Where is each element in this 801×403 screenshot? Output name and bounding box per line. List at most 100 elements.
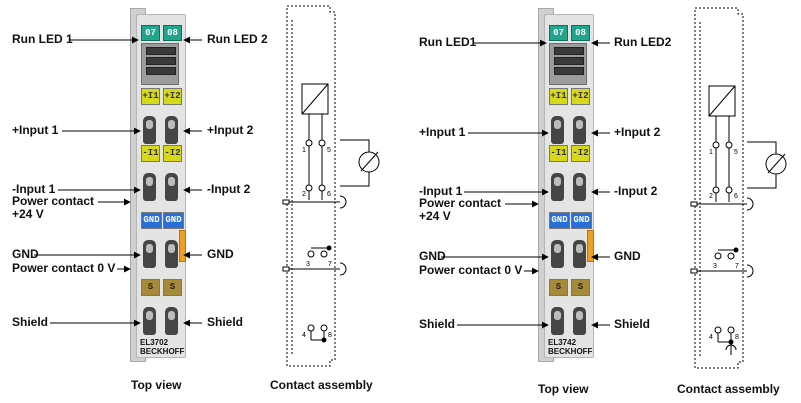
label-minus-input-1: -Input 1 xyxy=(12,182,56,196)
label-power-contact-0v: Power contact 0 V xyxy=(12,261,116,275)
tag-shield-1: S xyxy=(549,279,568,296)
contact-assembly-right xyxy=(690,7,787,369)
pin-number: 1 xyxy=(709,149,713,156)
label-power-contact-24v: Power contact +24 V xyxy=(12,194,95,221)
label-run-led-1: Run LED1 xyxy=(419,35,477,49)
spring-contact-minus-2 xyxy=(573,173,586,201)
led-bar xyxy=(554,57,584,65)
tag-minus-input-1: -I1 xyxy=(141,145,160,162)
brand-name: BECKHOFF xyxy=(140,347,185,356)
spring-contact-plus-2 xyxy=(165,116,178,144)
label-plus-input-1: +Input 1 xyxy=(419,125,466,139)
label-plus-input-1: +Input 1 xyxy=(12,123,59,137)
tag-minus-input-1: -I1 xyxy=(549,145,568,162)
spring-contact-plus-1 xyxy=(143,116,156,144)
pin-number: 2 xyxy=(709,193,713,200)
led-window xyxy=(141,43,179,85)
led-window xyxy=(549,43,587,85)
label-plus-input-2: +Input 2 xyxy=(614,125,661,139)
spring-contact-shield-2 xyxy=(573,307,586,335)
spring-contact-plus-1 xyxy=(551,116,564,144)
spring-contact-minus-2 xyxy=(165,173,178,201)
tag-shield-2: S xyxy=(163,279,182,296)
leader-lines-left xyxy=(34,36,202,327)
tag-shield-2: S xyxy=(571,279,590,296)
run-led-2-indicator: 08 xyxy=(571,25,590,41)
label-minus-input-1: -Input 1 xyxy=(419,184,463,198)
label-shield-left: Shield xyxy=(12,315,49,329)
pin-number: 5 xyxy=(327,147,331,154)
tag-gnd-2: GND xyxy=(571,212,592,229)
pin-number: 1 xyxy=(302,147,306,154)
tag-minus-input-2: -I2 xyxy=(571,145,590,162)
spring-contact-plus-2 xyxy=(573,116,586,144)
label-run-led-2: Run LED 2 xyxy=(207,32,268,46)
label-gnd-right: GND xyxy=(207,247,234,261)
tag-gnd-1: GND xyxy=(549,212,570,229)
contact-assembly-left xyxy=(282,5,380,367)
leader-lines-right xyxy=(441,39,610,329)
pin-number: 5 xyxy=(734,149,738,156)
pin-number: 4 xyxy=(302,332,306,339)
pin-number: 7 xyxy=(328,261,332,268)
spring-contact-gnd-2 xyxy=(165,240,178,268)
led-bar xyxy=(146,47,176,55)
power-contact-tab xyxy=(179,230,186,262)
label-gnd-right: GND xyxy=(614,249,641,263)
spring-contact-gnd-2 xyxy=(573,240,586,268)
pin-numbers: 1 5 2 6 3 7 4 8 1 5 2 6 3 7 4 8 xyxy=(302,147,739,341)
pin-number: 6 xyxy=(327,191,331,198)
spring-contact-gnd-1 xyxy=(143,240,156,268)
power-contact-tab xyxy=(587,230,594,262)
run-led-1-indicator: 07 xyxy=(141,25,160,41)
model-number: EL3702 xyxy=(140,338,169,347)
pin-number: 3 xyxy=(713,263,717,270)
label-shield-left: Shield xyxy=(419,317,456,331)
label-gnd-left: GND xyxy=(12,247,39,261)
label-power-contact-24v: Power contact +24 V xyxy=(419,196,502,223)
pin-number: 8 xyxy=(328,332,332,339)
caption-contact-assembly-left: Contact assembly xyxy=(270,378,373,392)
label-power-contact-0v: Power contact 0 V xyxy=(419,263,523,277)
tag-minus-input-2: -I2 xyxy=(163,145,182,162)
pin-number: 4 xyxy=(709,334,713,341)
caption-top-view-left: Top view xyxy=(131,378,182,392)
tag-plus-input-2: +I2 xyxy=(571,88,590,105)
spring-contact-gnd-1 xyxy=(551,240,564,268)
brand-name: BECKHOFF xyxy=(548,347,593,356)
run-led-1-indicator: 07 xyxy=(549,25,568,41)
spring-contact-shield-1 xyxy=(143,307,156,335)
spring-contact-minus-1 xyxy=(143,173,156,201)
tag-gnd-1: GND xyxy=(141,212,162,229)
led-bar xyxy=(146,57,176,65)
spring-contact-shield-2 xyxy=(165,307,178,335)
caption-top-view-right: Top view xyxy=(538,382,589,396)
label-plus-input-2: +Input 2 xyxy=(207,123,254,137)
label-shield-right: Shield xyxy=(207,315,244,329)
pin-number: 8 xyxy=(735,334,739,341)
label-shield-right: Shield xyxy=(614,317,651,331)
led-bar xyxy=(554,67,584,75)
tag-gnd-2: GND xyxy=(163,212,184,229)
led-bar xyxy=(554,47,584,55)
spring-contact-shield-1 xyxy=(551,307,564,335)
tag-shield-1: S xyxy=(141,279,160,296)
spring-contact-minus-1 xyxy=(551,173,564,201)
led-bar xyxy=(146,67,176,75)
pin-number: 7 xyxy=(735,263,739,270)
pin-number: 6 xyxy=(734,193,738,200)
caption-contact-assembly-right: Contact assembly xyxy=(677,382,780,396)
label-minus-input-2: -Input 2 xyxy=(614,184,658,198)
label-run-led-2: Run LED2 xyxy=(614,35,672,49)
tag-plus-input-1: +I1 xyxy=(549,88,568,105)
run-led-2-indicator: 08 xyxy=(163,25,182,41)
label-minus-input-2: -Input 2 xyxy=(207,182,251,196)
model-number: EL3742 xyxy=(548,338,577,347)
pin-number: 2 xyxy=(302,191,306,198)
label-gnd-left: GND xyxy=(419,249,446,263)
pin-number: 3 xyxy=(306,261,310,268)
tag-plus-input-2: +I2 xyxy=(163,88,182,105)
tag-plus-input-1: +I1 xyxy=(141,88,160,105)
label-run-led-1: Run LED 1 xyxy=(12,32,73,46)
